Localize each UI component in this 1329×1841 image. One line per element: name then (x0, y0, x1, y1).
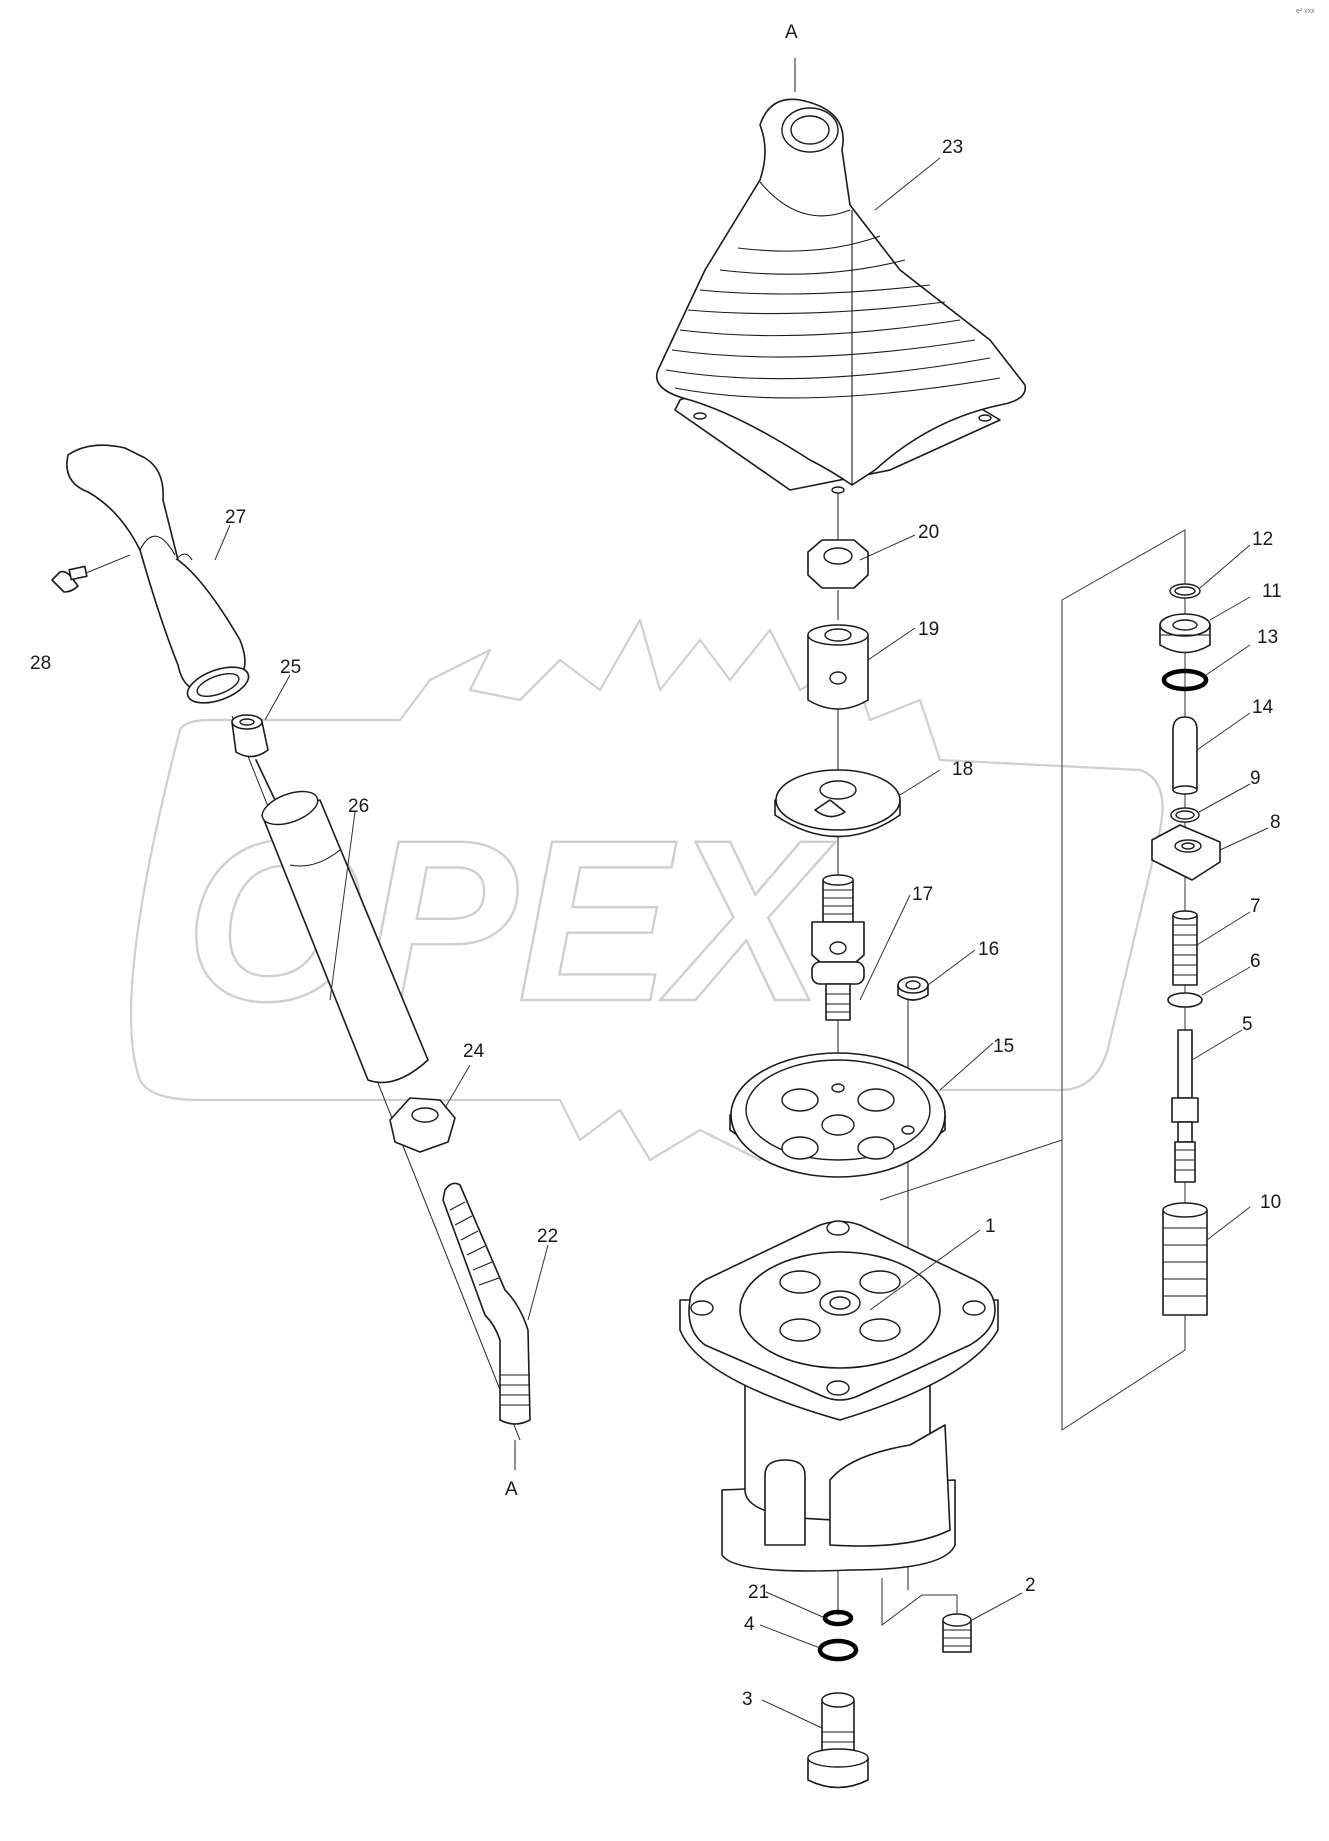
callout-28: 28 (30, 653, 51, 674)
nut-24 (389, 1097, 456, 1153)
corner-mark: e² xxx (1296, 8, 1315, 15)
callout-16: 16 (978, 939, 999, 960)
callout-12: 12 (1252, 529, 1273, 550)
o-ring-13 (1161, 668, 1209, 692)
callout-23: 23 (942, 137, 963, 158)
housing-1 (679, 1220, 999, 1572)
o-ring-21 (822, 1609, 854, 1627)
callout-20: 20 (918, 522, 939, 543)
callout-6: 6 (1250, 951, 1261, 972)
seal-16 (897, 976, 929, 1001)
cap-11 (1159, 613, 1211, 654)
pin-14 (1172, 716, 1198, 795)
callout-26: 26 (348, 796, 369, 817)
callout-27: 27 (225, 507, 246, 528)
callout-13: 13 (1257, 627, 1278, 648)
sleeve-19 (807, 624, 869, 710)
callout-3: 3 (742, 1689, 753, 1710)
marker-a-bottom: A (505, 1479, 518, 1500)
ring-9 (1170, 807, 1200, 823)
lever-22 (442, 1182, 531, 1425)
boot-23 (655, 98, 1027, 494)
callout-2: 2 (1025, 1575, 1036, 1596)
callout-15: 15 (993, 1036, 1014, 1057)
callout-labels: A A 1 2 3 4 5 6 7 8 9 10 11 12 13 14 15 … (30, 22, 1282, 1710)
tube-26 (261, 790, 429, 1084)
callout-9: 9 (1250, 768, 1261, 789)
grip-27 (66, 444, 250, 704)
callout-5: 5 (1242, 1014, 1253, 1035)
callout-10: 10 (1260, 1192, 1281, 1213)
callout-7: 7 (1250, 896, 1261, 917)
set-screw-2 (942, 1613, 972, 1653)
callout-8: 8 (1270, 812, 1281, 833)
callout-11: 11 (1262, 581, 1282, 602)
watermark: OPEX (129, 618, 1164, 1162)
washer-6 (1167, 992, 1203, 1008)
bracket-2 (881, 1578, 958, 1626)
callout-21: 21 (748, 1582, 769, 1603)
marker-a-top: A (785, 22, 798, 43)
leader-lines (214, 157, 1269, 1729)
ring-12 (1169, 583, 1201, 599)
guide-8 (1151, 824, 1221, 881)
callout-4: 4 (744, 1614, 755, 1635)
spring-10 (1162, 1202, 1208, 1316)
plate-15 (729, 1052, 946, 1178)
callout-18: 18 (952, 759, 973, 780)
callout-24: 24 (463, 1041, 485, 1062)
connector-25 (231, 714, 276, 801)
callout-1: 1 (985, 1216, 996, 1237)
shaft-17 (811, 874, 865, 1021)
callout-25: 25 (280, 657, 301, 678)
callout-17: 17 (912, 884, 933, 905)
o-ring-4 (817, 1638, 859, 1662)
spool-5 (1171, 1029, 1199, 1183)
spring-7 (1172, 910, 1198, 986)
screw-28 (51, 565, 88, 593)
plate-18 (774, 769, 901, 838)
nut-20 (807, 539, 869, 589)
plug-3 (807, 1692, 869, 1789)
callout-19: 19 (918, 619, 939, 640)
callout-14: 14 (1252, 697, 1274, 718)
callout-22: 22 (537, 1226, 558, 1247)
